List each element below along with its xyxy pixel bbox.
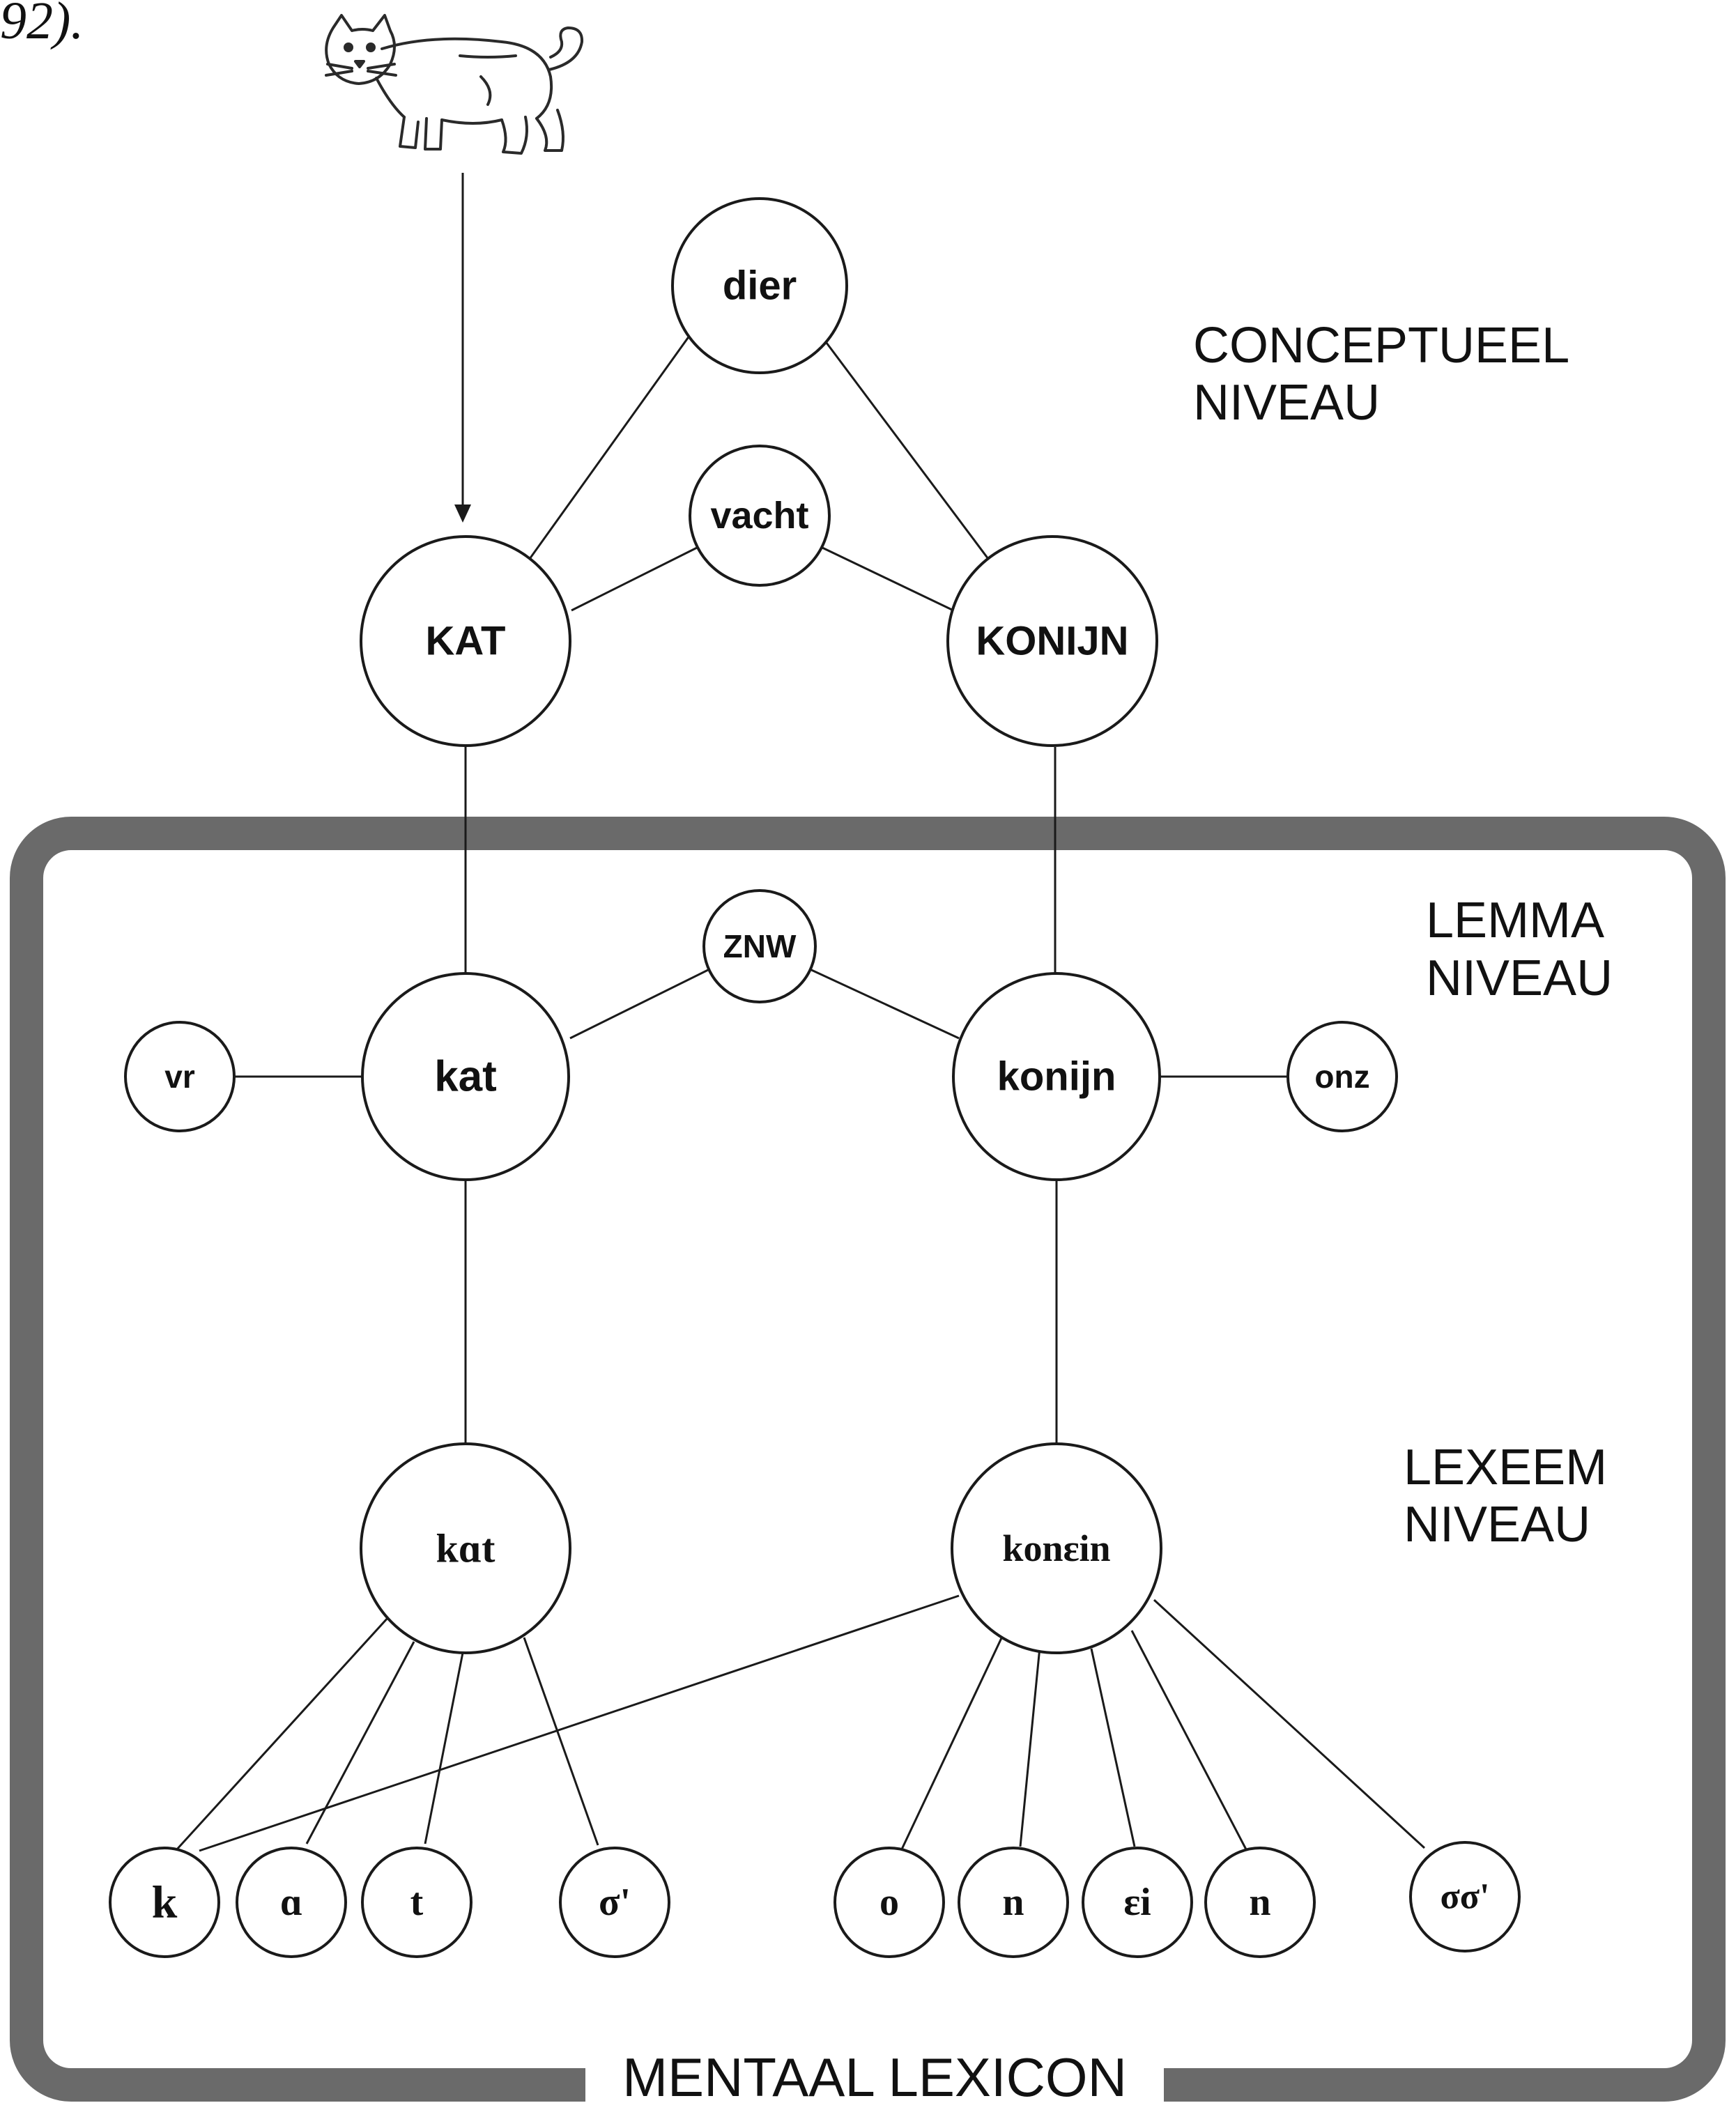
edge-kat-a bbox=[305, 1641, 415, 1844]
node-vacht: vacht bbox=[689, 445, 831, 587]
lemma-level-label-line1: LEMMA bbox=[1426, 893, 1604, 948]
node-lemma-kat: kat bbox=[361, 972, 570, 1181]
node-lemma-kat-label: kat bbox=[434, 1053, 497, 1101]
edge-kat-k bbox=[174, 1615, 390, 1852]
node-znw-label: ZNW bbox=[723, 928, 797, 964]
segment-a-label: ɑ bbox=[280, 1881, 302, 1924]
edge-znw-kat bbox=[569, 967, 712, 1040]
segment-n1: n bbox=[958, 1847, 1069, 1958]
segment-k-label: k bbox=[152, 1877, 178, 1928]
segment-k: k bbox=[109, 1847, 220, 1958]
segment-n2: n bbox=[1204, 1847, 1316, 1958]
lexeme-level-label-line1: LEXEEM bbox=[1404, 1440, 1607, 1495]
segment-ei-label: ɛi bbox=[1123, 1881, 1151, 1924]
segment-o: o bbox=[834, 1847, 945, 1958]
segment-sigma2: σσ' bbox=[1409, 1841, 1521, 1952]
segment-n2-label: n bbox=[1249, 1881, 1270, 1924]
node-vacht-label: vacht bbox=[710, 495, 808, 537]
frame-label-gap bbox=[585, 2056, 1164, 2103]
node-lemma-konijn: konijn bbox=[952, 972, 1161, 1181]
edge-kat-t bbox=[424, 1652, 464, 1844]
node-lexeme-konijn: konɛin bbox=[951, 1442, 1162, 1654]
segment-o-label: o bbox=[879, 1881, 899, 1924]
segment-a: ɑ bbox=[236, 1847, 347, 1958]
node-lemma-konijn-label: konijn bbox=[997, 1054, 1116, 1100]
caption-fragment: 92). bbox=[0, 0, 84, 50]
perception-arrow bbox=[454, 173, 471, 523]
node-onz: onz bbox=[1286, 1021, 1398, 1132]
network-edges bbox=[174, 332, 1426, 1853]
edge-konijn-k bbox=[199, 1594, 960, 1852]
conceptual-level-label-line1: CONCEPTUEEL bbox=[1193, 318, 1569, 373]
segment-n1-label: n bbox=[1002, 1881, 1024, 1924]
edge-konijn-n1 bbox=[1019, 1647, 1041, 1847]
node-concept-konijn-label: KONIJN bbox=[976, 619, 1128, 664]
node-lexeme-kat: kɑt bbox=[360, 1442, 571, 1654]
node-vr-label: vr bbox=[164, 1058, 195, 1095]
edge-konijn-sigma bbox=[1153, 1599, 1426, 1849]
conceptual-level-label-line2: NIVEAU bbox=[1193, 375, 1380, 431]
node-onz-label: onz bbox=[1314, 1058, 1369, 1095]
segment-t: t bbox=[361, 1847, 473, 1958]
edge-dier-kat bbox=[528, 332, 693, 560]
edge-konijn-o bbox=[899, 1627, 1008, 1853]
lemma-level-label-line2: NIVEAU bbox=[1426, 950, 1613, 1006]
cat-illustration bbox=[325, 14, 584, 155]
edge-vacht-konijn bbox=[822, 546, 954, 612]
mental-lexicon-label: MENTAAL LEXICON bbox=[622, 2047, 1127, 2103]
edge-konijn-ei bbox=[1090, 1648, 1136, 1847]
node-concept-kat: KAT bbox=[360, 535, 571, 747]
edge-konijn-n2 bbox=[1130, 1630, 1247, 1850]
segment-ei: ɛi bbox=[1082, 1847, 1193, 1958]
edge-kat-sigma bbox=[523, 1637, 599, 1846]
segment-sigma1-label: σ' bbox=[599, 1881, 631, 1924]
node-lexeme-konijn-label: konɛin bbox=[1002, 1527, 1110, 1569]
lexeme-level-label-line2: NIVEAU bbox=[1404, 1497, 1590, 1553]
node-vr: vr bbox=[124, 1021, 236, 1132]
node-concept-konijn: KONIJN bbox=[946, 535, 1158, 747]
edge-dier-konijn bbox=[825, 342, 990, 560]
segment-sigma1: σ' bbox=[559, 1847, 670, 1958]
edge-znw-konijn bbox=[808, 967, 960, 1040]
node-lexeme-kat-label: kɑt bbox=[436, 1526, 496, 1571]
node-dier: dier bbox=[671, 197, 848, 374]
segment-t-label: t bbox=[410, 1881, 424, 1924]
segment-sigma2-label: σσ' bbox=[1440, 1877, 1489, 1917]
node-znw: ZNW bbox=[702, 889, 817, 1003]
node-dier-label: dier bbox=[723, 263, 797, 309]
node-concept-kat-label: KAT bbox=[426, 619, 506, 664]
edge-vacht-kat bbox=[571, 546, 698, 612]
